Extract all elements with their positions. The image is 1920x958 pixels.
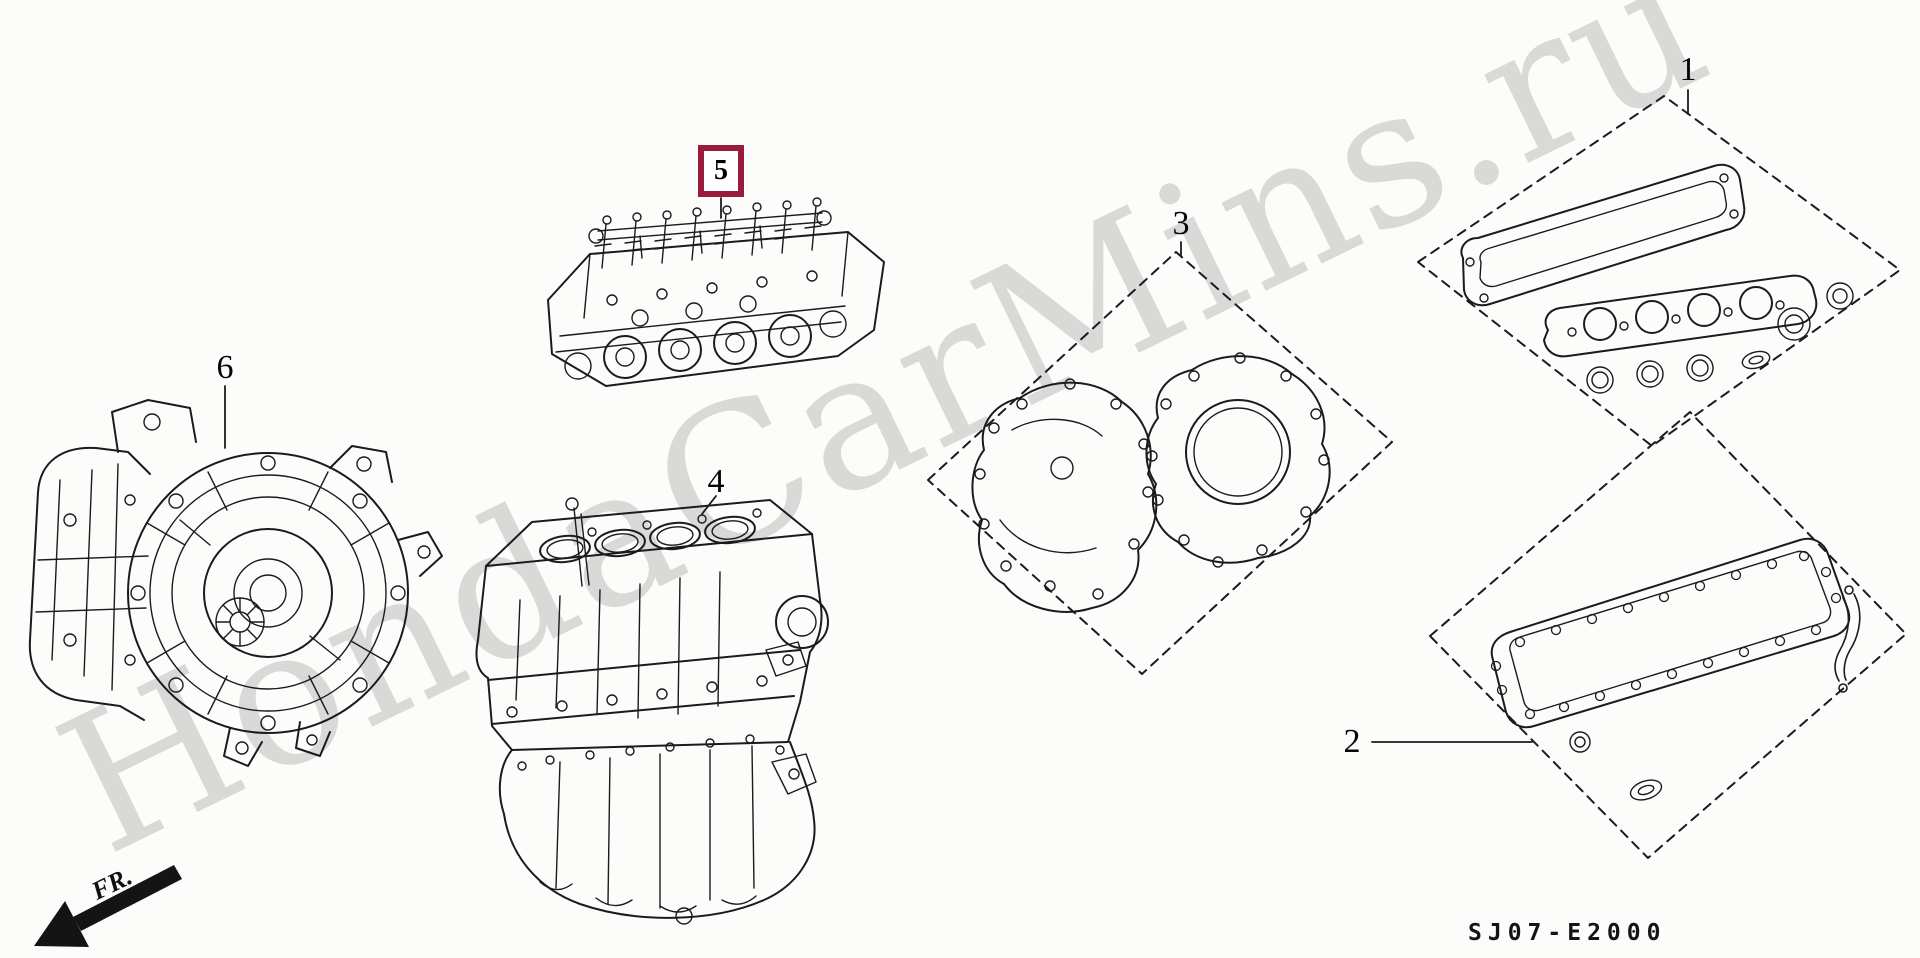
port-gaskets: [1586, 282, 1854, 394]
gasket-kit-3-drawing: [927, 251, 1393, 675]
head-top-bolt-holes: [606, 270, 818, 327]
oil-pan: [498, 734, 816, 925]
leader-4: [701, 495, 717, 515]
diagram-code: SJ07-E2000: [1468, 920, 1667, 946]
cam-journal-ports: [564, 310, 847, 380]
valve-springs-and-studs: [594, 197, 822, 269]
kit-3-dashed-box: [927, 251, 1393, 675]
callout-leader-lines: [224, 89, 1689, 743]
callout-6[interactable]: 6: [216, 349, 234, 386]
callout-3[interactable]: 3: [1172, 205, 1190, 242]
kit-1-dashed-box: [1417, 95, 1901, 447]
callout-4[interactable]: 4: [707, 463, 725, 500]
bell-housing-bolts: [130, 455, 406, 731]
callout-5-highlighted[interactable]: 5: [698, 145, 744, 197]
transmission-assembly-drawing: [28, 399, 443, 767]
cylinder-bores: [539, 515, 756, 564]
head-gasket-bores: [1583, 286, 1773, 341]
mid-flange-bolts: [506, 675, 768, 718]
fr-direction-arrow: [34, 865, 182, 947]
side-gasket-strip: [1834, 585, 1861, 693]
oil-pan-gasket-bolts: [1490, 550, 1842, 720]
gasket-kit-2-drawing: [1429, 411, 1907, 859]
engine-block-assembly-drawing: [475, 497, 829, 925]
deck-bolt-holes: [587, 508, 762, 537]
callout-1[interactable]: 1: [1679, 51, 1697, 88]
callout-2[interactable]: 2: [1343, 723, 1361, 760]
gasket-kit-1-drawing: [1417, 95, 1901, 447]
input-shaft-spline: [215, 597, 265, 647]
kit-2-dashed-box: [1429, 411, 1907, 859]
cylinder-head-assembly-drawing: [547, 197, 885, 387]
callout-5-number: 5: [714, 155, 728, 186]
dipstick: [565, 497, 590, 587]
